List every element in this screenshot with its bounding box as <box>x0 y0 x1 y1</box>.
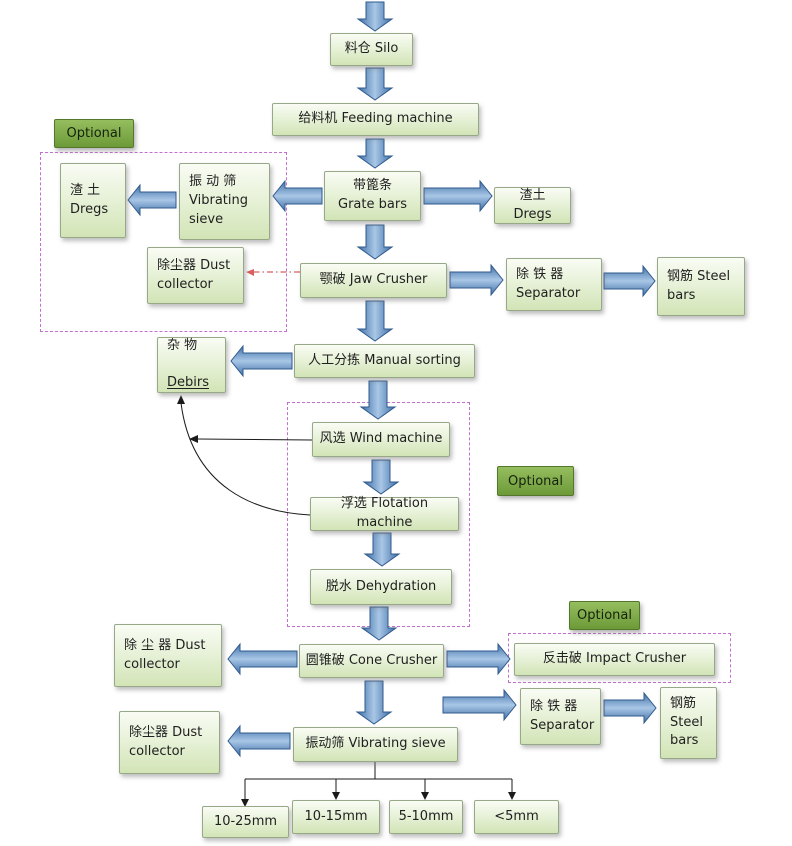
arrowhead-wind-left <box>189 435 198 443</box>
flow-arrow-to-separator2 <box>442 688 517 722</box>
node-dust-collector-2: 除 尘 器 Dust collector <box>114 624 222 687</box>
node-separator-2: 除 铁 器 Separator <box>520 688 601 745</box>
node-manual-sorting: 人工分拣 Manual sorting <box>294 344 475 378</box>
flow-arrow-grate-vibrating1 <box>272 179 323 213</box>
flow-arrow-jaw-separator1 <box>449 263 504 297</box>
node-dust-collector-1: 除尘器 Dust collector <box>147 247 244 304</box>
flotation-to-debris-curve <box>180 402 311 516</box>
node-cone-crusher: 圆锥破 Cone Crusher <box>299 644 444 678</box>
node-grate-bars: 带篦条 Grate bars <box>324 171 421 221</box>
node-vibrating-sieve-2: 振动筛 Vibrating sieve <box>293 727 458 762</box>
node-vibrating-sieve-1: 振 动 筛 Vibrating sieve <box>179 163 270 240</box>
node-feeding-machine: 给料机 Feeding machine <box>272 103 479 136</box>
flow-arrow-jaw-manual <box>356 300 394 342</box>
node-impact-crusher: 反击破 Impact Crusher <box>514 643 715 676</box>
node-steel-bars-2: 钢筋 Steel bars <box>660 687 717 759</box>
node-steel-bars-1: 钢筋 Steel bars <box>657 257 745 316</box>
node-dust-collector-3: 除尘器 Dust collector <box>119 711 220 774</box>
node-separator-1: 除 铁 器 Separator <box>506 258 602 311</box>
flow-arrow-vibrating2-dust3 <box>227 724 291 758</box>
flow-arrow-separator2-steel2 <box>603 691 657 725</box>
optional-label-middle: Optional <box>497 466 574 496</box>
wind-to-debris-line <box>197 438 313 441</box>
arrowhead-size-5-10 <box>421 792 429 800</box>
arrowhead-dust-line <box>246 269 254 276</box>
node-silo: 料仓 Silo <box>330 33 413 66</box>
flow-arrow-grate-dregs-right <box>423 179 493 213</box>
optional-label-top: Optional <box>54 119 134 148</box>
node-debris: 杂 物 Debirs <box>157 337 226 393</box>
flow-arrow-manual-debris <box>230 344 293 378</box>
flow-arrow-cone-dust2 <box>227 642 298 676</box>
node-wind-machine: 风选 Wind machine <box>312 422 450 457</box>
node-size-5-10mm: 5-10mm <box>389 800 463 834</box>
node-size-lt-5mm: <5mm <box>474 800 559 834</box>
debris-label-en: Debirs <box>167 375 209 391</box>
flow-arrow-cone-impact <box>446 642 511 676</box>
flow-arrow-manual-wind <box>359 380 397 420</box>
flow-arrow-separator1-steel1 <box>603 264 656 298</box>
flow-arrow-into-silo <box>356 1 394 32</box>
arrowhead-size-lt5 <box>508 792 516 800</box>
flow-arrow-feeding-grate <box>356 138 394 169</box>
flow-arrow-grate-jaw <box>356 224 394 260</box>
sieve-branch-lines <box>244 762 513 800</box>
node-size-10-15mm: 10-15mm <box>292 800 380 834</box>
optional-label-bottom: Optional <box>569 601 640 630</box>
flow-arrow-cone-vibrating <box>355 680 393 725</box>
node-flotation-machine: 浮选 Flotation machine <box>310 496 459 531</box>
debris-label-zh: 杂 物 <box>167 337 198 353</box>
node-dehydration: 脱水 Dehydration <box>310 569 452 605</box>
flow-arrow-dehydration-cone <box>360 606 398 641</box>
arrowhead-size-10-15 <box>332 792 340 800</box>
flow-arrow-vibrating1-dregs <box>127 183 177 217</box>
flow-arrow-flotation-dehydration <box>363 532 401 567</box>
flow-arrow-wind-flotation <box>362 459 400 495</box>
node-jaw-crusher: 颚破 Jaw Crusher <box>300 263 447 298</box>
node-dregs-right: 渣土 Dregs <box>494 187 571 224</box>
node-size-10-25mm: 10-25mm <box>202 806 289 838</box>
node-dregs-left: 渣 土 Dregs <box>60 163 126 238</box>
flow-arrow-silo-feeding <box>356 67 394 101</box>
